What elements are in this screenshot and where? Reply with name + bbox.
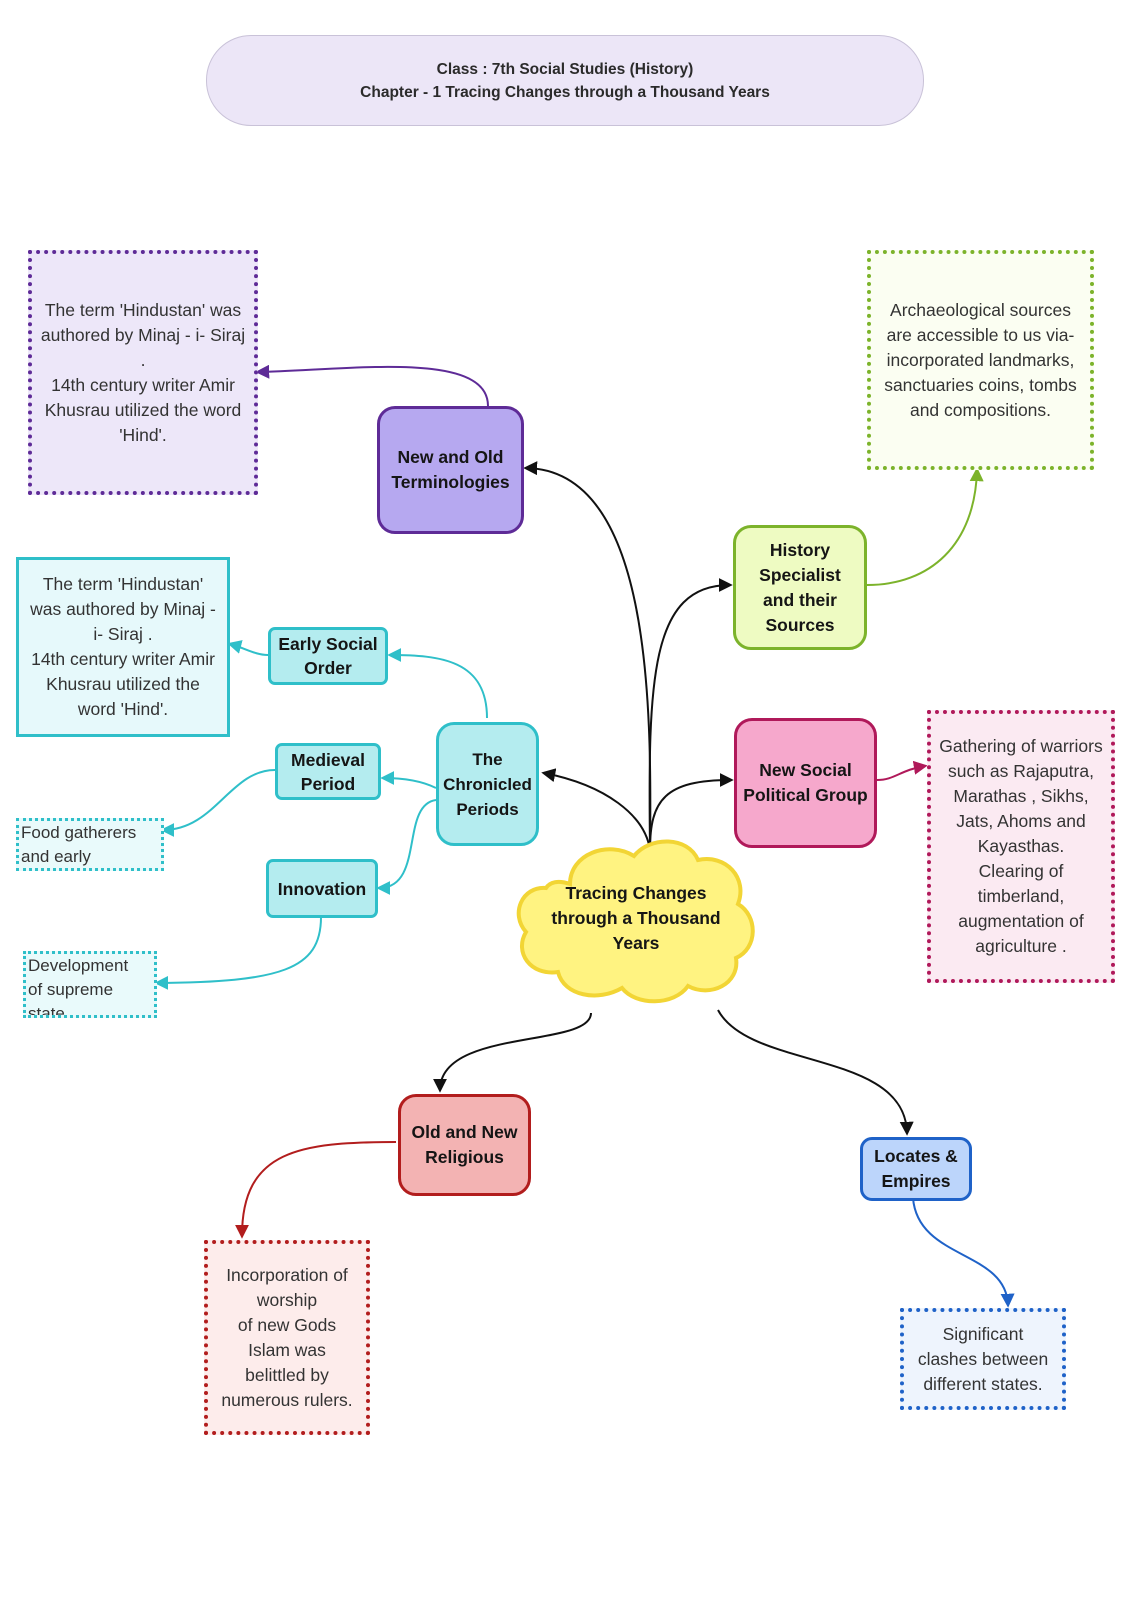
node-new-social-political-group[interactable]: New Social Political Group: [734, 718, 877, 848]
node-chronicled-periods[interactable]: The Chronicled Periods: [436, 722, 539, 846]
connector-chronicled-early: [387, 648, 488, 719]
connector-center-religious: [433, 1012, 592, 1093]
node-new-and-old-terminologies[interactable]: New and Old Terminologies: [377, 406, 524, 534]
header-class-line: Class : 7th Social Studies (History): [436, 60, 694, 78]
connector-center-empires: [717, 1009, 914, 1136]
note-innovation: Development of supreme state.: [23, 951, 157, 1018]
header-chapter-line: Chapter - 1 Tracing Changes through a Th…: [360, 83, 770, 101]
connector-terminologies-note: [255, 364, 489, 407]
node-medieval-period[interactable]: Medieval Period: [275, 743, 381, 800]
node-history-specialist[interactable]: History Specialist and their Sources: [733, 525, 867, 650]
note-medieval-period: Food gatherers and early: [16, 818, 164, 871]
connector-religious-note: [235, 1141, 397, 1239]
connector-social-note: [876, 760, 928, 781]
connector-early-note: [227, 640, 269, 656]
note-history-specialist: Archaeological sources are accessible to…: [867, 250, 1094, 470]
note-social-political: Gathering of warriors such as Rajaputra,…: [927, 710, 1115, 983]
node-locates-and-empires[interactable]: Locates & Empires: [860, 1137, 972, 1201]
connector-chronicled-medieval: [380, 771, 437, 789]
connector-chronicled-innovation: [376, 799, 437, 895]
node-early-social-order[interactable]: Early Social Order: [268, 627, 388, 685]
note-empires: Significant clashes between different st…: [900, 1308, 1066, 1410]
connector-innovation-note: [154, 916, 322, 990]
connector-center-terminologies: [523, 461, 652, 851]
connector-history-note: [866, 467, 984, 586]
connector-medieval-note: [160, 769, 276, 837]
node-old-and-new-religious[interactable]: Old and New Religious: [398, 1094, 531, 1196]
note-terminologies: The term 'Hindustan' was authored by Min…: [28, 250, 258, 495]
center-topic-label: Tracing Changes through a Thousand Years: [551, 882, 721, 953]
chapter-header: Class : 7th Social Studies (History) Cha…: [206, 35, 924, 126]
connector-center-history: [648, 578, 733, 851]
node-innovation[interactable]: Innovation: [266, 859, 378, 918]
connector-empires-note: [912, 1197, 1015, 1308]
note-early-social-order: The term 'Hindustan' was authored by Min…: [16, 557, 230, 737]
note-religious: Incorporation of worship of new Gods Isl…: [204, 1240, 370, 1435]
center-cloud-shape: [516, 839, 755, 1004]
